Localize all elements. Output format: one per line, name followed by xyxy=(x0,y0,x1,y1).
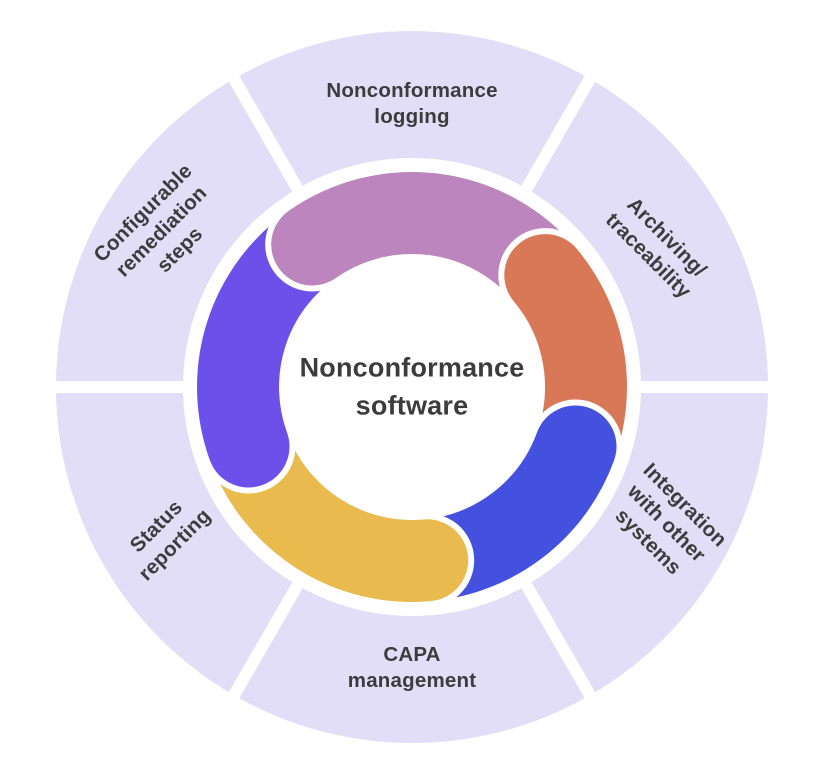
sector-label-capa-management: CAPA management xyxy=(347,642,477,692)
inner-cycle-ring xyxy=(191,166,633,608)
divider-bottom-right-icon xyxy=(516,574,600,706)
sector-dividers xyxy=(48,68,776,706)
divider-top-left-icon xyxy=(224,68,308,200)
sector-label-nonconformance-logging: Nonconformance logging xyxy=(326,78,498,128)
arc-mauve-cap xyxy=(271,177,411,286)
outer-sector-ring xyxy=(55,31,768,743)
divider-bottom-left-icon xyxy=(224,574,308,706)
divider-top-right-icon xyxy=(516,68,600,200)
diagram-center-title: Nonconformance software xyxy=(299,352,525,421)
